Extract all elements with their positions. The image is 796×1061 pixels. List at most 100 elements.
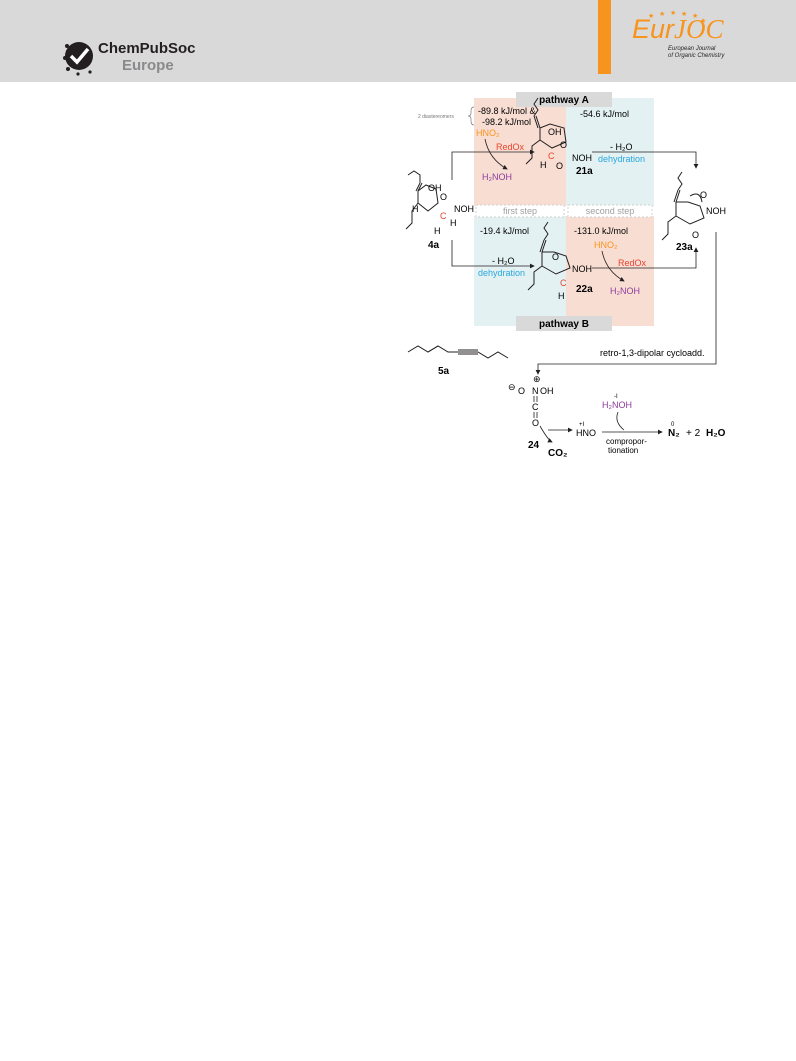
arrow-23a-to-5a <box>535 232 717 375</box>
retro-cycloadd-label: retro-1,3-dipolar cycloadd. <box>600 348 705 358</box>
chempubsoc-emblem-icon <box>63 42 93 76</box>
redox-curved-arrow-a <box>484 138 508 170</box>
o-label-22a: O <box>552 252 559 262</box>
comproportionation-line2: tionation <box>608 446 638 455</box>
second-step-box <box>567 204 653 218</box>
minus-charge-24: ⊖ <box>508 382 516 392</box>
o-label-21a: O <box>560 140 567 150</box>
n-label-24: N <box>532 386 539 396</box>
o-label-21a-bottom: O <box>556 161 563 171</box>
compound-label-5a: 5a <box>438 366 450 377</box>
second-step-label: second step <box>586 206 635 216</box>
h2noh-comproportionation: H₂NOH <box>602 400 632 410</box>
compound-label-22a: 22a <box>576 284 593 295</box>
chempubsoc-logo: ChemPubSoc Europe <box>62 38 202 78</box>
svg-text:★: ★ <box>659 10 665 18</box>
dehydration-b: dehydration <box>478 268 525 278</box>
compound-label-21a: 21a <box>576 166 593 177</box>
product-h2noh-a: H₂NOH <box>482 172 512 182</box>
arrow-24-to-co2 <box>539 425 553 443</box>
h-label-21a: H <box>540 160 547 170</box>
svg-text:★: ★ <box>648 12 654 20</box>
eurjoc-logo: ★★ ★★ ★★ EurJOC European Journal of Orga… <box>618 8 738 68</box>
o-label-23a-bottom: O <box>692 230 699 240</box>
product-h2noh-b: H₂NOH <box>610 286 640 296</box>
energy-a1-line1: -89.8 kJ/mol & <box>478 106 536 116</box>
journal-full-name-1: European Journal <box>668 46 716 52</box>
dehydration-a: dehydration <box>598 154 645 164</box>
hno-oxidation: +I <box>579 422 585 428</box>
eu-stars-icon: ★★ ★★ ★★ <box>648 9 706 25</box>
diastereomers-brace <box>467 106 475 126</box>
diastereomers-note: 2 diastereomers <box>418 114 454 120</box>
c-label-22a: C <box>560 278 567 288</box>
svg-text:★: ★ <box>692 12 698 20</box>
c-label-24: C <box>532 402 539 412</box>
co2-label: CO₂ <box>548 448 567 459</box>
redox-curved-arrow-b <box>601 250 625 282</box>
arrow-22a-to-23a <box>592 247 699 269</box>
publisher-region: Europe <box>122 57 174 74</box>
noh-label-23a: NOH <box>706 206 726 216</box>
journal-accent-bar <box>598 0 611 74</box>
pathway-b-label-box <box>516 316 612 331</box>
publisher-name: ChemPubSoc <box>98 40 196 57</box>
o-label-4a: O <box>440 192 447 202</box>
pathway-a-label: pathway A <box>539 95 589 106</box>
n2-label: N₂ <box>668 428 680 439</box>
journal-short-joc: JOC <box>674 14 724 44</box>
h2noh-oxidation: -I <box>614 394 618 400</box>
first-step-box <box>475 204 565 218</box>
arrow-4a-to-22a <box>451 240 535 269</box>
journal-short-eur: Eur <box>632 14 675 44</box>
noh-label-4a: NOH <box>454 204 474 214</box>
hno-label: HNO <box>576 428 596 438</box>
oh-label-24: OH <box>540 386 554 396</box>
first-step-label: first step <box>503 206 537 216</box>
reagent-hno2-b: HNO₂ <box>594 240 618 250</box>
reaction-scheme: pathway A pathway B first step second st… <box>405 92 726 459</box>
svg-text:★: ★ <box>670 9 676 17</box>
o-label-24-top: O <box>518 386 525 396</box>
redox-a: RedOx <box>496 142 525 152</box>
pathway-a-label-box <box>516 92 612 107</box>
plus-charge-24: ⊕ <box>533 374 541 384</box>
page-header: ChemPubSoc Europe ★★ ★★ ★★ EurJOC Europe… <box>0 0 796 82</box>
c-label-4a: C <box>440 211 447 221</box>
redox-b: RedOx <box>618 258 647 268</box>
structure-5a <box>407 345 509 359</box>
energy-b1: -19.4 kJ/mol <box>480 226 529 236</box>
structure-22a <box>527 221 571 291</box>
minus-h2o-b: - H₂O <box>492 256 515 266</box>
h-label-4a-right: H <box>450 218 457 228</box>
h-label-22a: H <box>558 291 565 301</box>
svg-text:★: ★ <box>700 17 706 25</box>
energy-a2: -54.6 kJ/mol <box>580 109 629 119</box>
structure-21a <box>525 97 567 165</box>
oh-label-4a: OH <box>428 183 442 193</box>
svg-text:★: ★ <box>681 10 687 18</box>
structure-23a <box>661 171 705 241</box>
arrow-21a-to-23a <box>592 151 699 169</box>
energy-a1-line2: -98.2 kJ/mol <box>482 117 531 127</box>
n2-oxidation: 0 <box>671 422 675 428</box>
journal-full-name-2: of Organic Chemistry <box>668 53 725 59</box>
plus-2-label: + 2 <box>686 428 701 439</box>
compound-label-23a: 23a <box>676 242 693 253</box>
h2noh-join-arrow <box>616 411 625 431</box>
reagent-hno2-a: HNO₂ <box>476 128 500 138</box>
h-label-4a-bottom: H <box>434 226 441 236</box>
c-label-21a: C <box>548 151 555 161</box>
comproportionation-line1: compropor- <box>606 437 647 446</box>
bonds-24 <box>533 396 538 418</box>
o-label-23a: O <box>700 190 707 200</box>
noh-label-21a: NOH <box>572 153 592 163</box>
o-label-24-bottom: O <box>532 418 539 428</box>
minus-h2o-a: - H₂O <box>610 142 633 152</box>
oh-label-21a: OH <box>548 127 562 137</box>
compound-label-24: 24 <box>528 440 540 451</box>
energy-b2: -131.0 kJ/mol <box>574 226 628 236</box>
panel-b-second-step <box>566 216 654 326</box>
arrow-4a-to-21a <box>451 149 535 180</box>
h-label-4a-left: H <box>412 204 419 214</box>
